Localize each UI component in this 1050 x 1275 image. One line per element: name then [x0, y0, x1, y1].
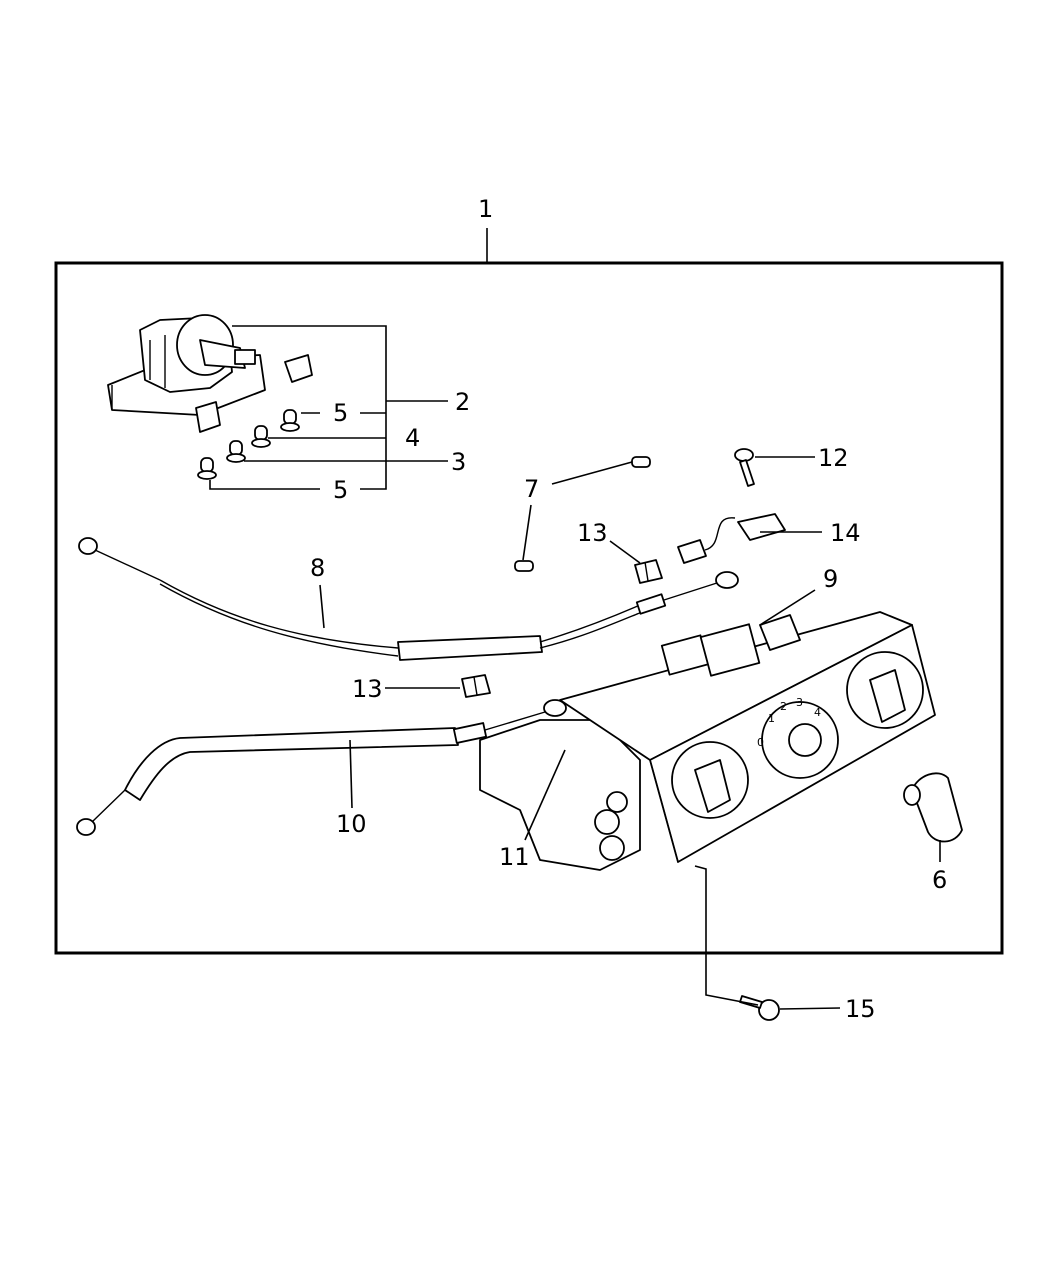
mode-dial: 1 2 3 4 0 [757, 696, 839, 779]
cable-part-10 [76, 699, 567, 836]
dial-mark-3: 3 [796, 696, 803, 709]
assembly-frame [54, 261, 1004, 955]
callout-13-lower: 13 [352, 675, 383, 703]
callout-1: 1 [478, 195, 493, 223]
callout-13-upper: 13 [577, 519, 608, 547]
blower-switch-part [107, 314, 313, 433]
bulb-parts [197, 409, 300, 480]
callout-15: 15 [845, 995, 876, 1023]
callout-9: 9 [823, 565, 838, 593]
callout-11: 11 [499, 843, 530, 871]
callout-4: 4 [405, 424, 420, 452]
clip-part-13-upper [634, 559, 663, 584]
cable-part-8 [78, 537, 739, 661]
callout-12: 12 [818, 444, 849, 472]
callout-5-upper: 5 [333, 399, 348, 427]
dial-mark-4: 4 [814, 706, 821, 719]
screw-part-12 [734, 448, 755, 487]
dial-mark-2: 2 [780, 700, 787, 713]
callout-6: 6 [932, 866, 947, 894]
bulb-part-7 [514, 456, 651, 572]
dial-mark-1: 1 [768, 712, 775, 725]
fan-dial [671, 741, 749, 819]
temp-dial [846, 651, 924, 729]
callout-7: 7 [524, 475, 539, 503]
callout-8: 8 [310, 554, 325, 582]
clip-part-13-lower [461, 674, 491, 698]
callout-5-lower: 5 [333, 476, 348, 504]
knob-part-6 [903, 772, 963, 843]
screw-part-15 [739, 995, 780, 1021]
callout-2: 2 [455, 388, 470, 416]
callout-3: 3 [451, 448, 466, 476]
harness-part-14 [677, 513, 786, 564]
callout-14: 14 [830, 519, 861, 547]
dial-mark-0: 0 [757, 736, 764, 749]
callout-10: 10 [336, 810, 367, 838]
control-panel-housing [479, 611, 936, 871]
